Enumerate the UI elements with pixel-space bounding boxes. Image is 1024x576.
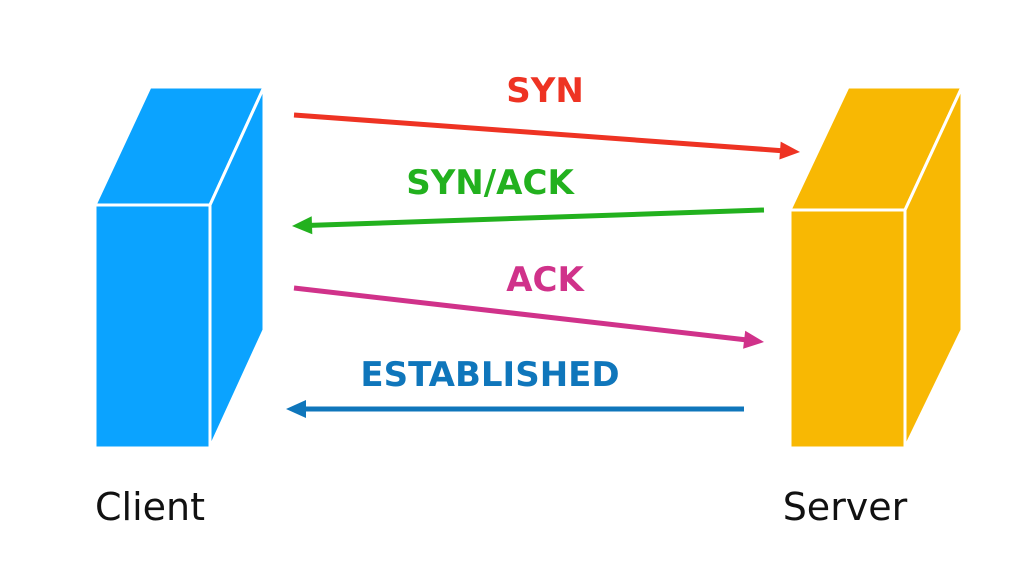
server-box-front [788, 208, 907, 450]
message-established: ESTABLISHED [286, 355, 744, 418]
client-box-front [93, 203, 212, 450]
label-ack: ACK [506, 260, 585, 300]
arrowhead-syn-ack [292, 216, 313, 235]
client-box [93, 85, 266, 450]
client-label: Client [95, 485, 205, 529]
message-syn-ack: SYN/ACK [292, 163, 765, 235]
message-syn: SYN [293, 71, 800, 160]
arrow-syn-ack [309, 207, 765, 228]
label-syn: SYN [506, 71, 584, 111]
message-ack: ACK [293, 260, 764, 349]
arrowhead-ack [743, 330, 764, 349]
arrowhead-syn [779, 141, 800, 160]
arrow-syn [293, 112, 783, 154]
label-syn-ack: SYN/ACK [406, 163, 575, 203]
server-box [788, 85, 964, 450]
arrowhead-established [286, 400, 306, 418]
label-established: ESTABLISHED [360, 355, 619, 395]
server-label: Server [783, 485, 908, 529]
arrow-ack [293, 285, 747, 343]
